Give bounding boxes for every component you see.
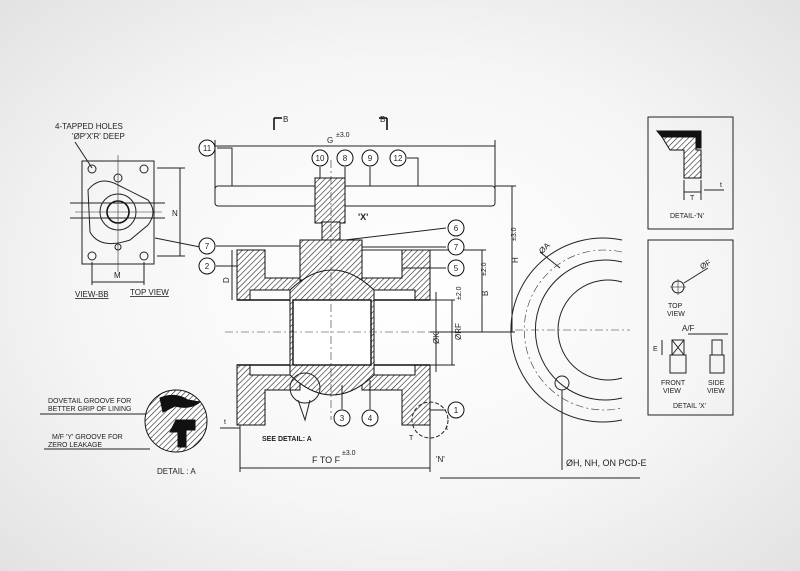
balloon-12: 12	[394, 154, 403, 163]
detail-x-dim-f: ØF	[699, 258, 713, 271]
detail-n-title: DETAIL-'N'	[670, 213, 704, 220]
balloon-5: 5	[454, 264, 459, 273]
detail-x-front-view: FRONT	[661, 380, 686, 387]
dim-b: B	[481, 291, 490, 296]
detail-n-box: T t DETAIL-'N'	[647, 116, 734, 230]
see-detail-a: SEE DETAIL: A	[262, 436, 312, 443]
tol-rf: ±2.0	[456, 286, 463, 300]
dim-t-left: t	[224, 419, 226, 426]
detail-x-top-view2: VIEW	[667, 311, 685, 318]
part-balloons: 1 2 3 4 5 6 7 7 8 9 10 11 12	[198, 139, 465, 427]
top-view: 4-TAPPED HOLES 'ØP'X'R' DEEP N M VIEW-BB…	[55, 122, 201, 299]
detail-x-side-view2: VIEW	[707, 388, 725, 395]
label-view-bb: VIEW-BB	[75, 290, 109, 299]
detail-a-note2-line1: M/F 'Y' GROOVE FOR	[52, 434, 123, 441]
detail-x-side-view: SIDE	[708, 380, 725, 387]
detail-a-title: DETAIL : A	[157, 467, 196, 476]
tol-g: ±3.0	[336, 132, 350, 139]
dim-t-right: T	[409, 435, 414, 442]
dim-k: ØK	[432, 332, 441, 344]
label-top-view: TOP VIEW	[130, 288, 169, 297]
balloon-11: 11	[203, 144, 212, 153]
detail-a-note1-line2: BETTER GRIP OF LINING	[48, 406, 132, 413]
marker-n: 'N'	[436, 455, 445, 464]
flange-end-view: ØA ØH, NH, ON PCD-E	[440, 237, 647, 479]
detail-a-note1-line1: DOVETAIL GROOVE FOR	[48, 398, 131, 405]
detail-a: DOVETAIL GROOVE FOR BETTER GRIP OF LININ…	[40, 389, 208, 476]
detail-x-title: DETAIL 'X'	[673, 403, 706, 410]
dim-m: M	[114, 271, 121, 280]
detail-x-front-view2: VIEW	[663, 388, 681, 395]
balloon-1: 1	[454, 406, 459, 415]
balloon-10: 10	[316, 154, 325, 163]
balloon-8: 8	[343, 154, 348, 163]
dim-a: ØA	[537, 240, 552, 255]
main-section-view: B B G ±3.0 'X' SEE DETAIL: A D	[198, 115, 520, 472]
dim-h: H	[511, 257, 520, 263]
bolt-holes	[87, 164, 149, 261]
marker-x: 'X'	[358, 212, 368, 222]
detail-n-dim-t-small: t	[720, 182, 722, 189]
balloon-2: 2	[205, 262, 210, 271]
pcd-note: ØH, NH, ON PCD-E	[566, 458, 647, 468]
detail-x-dim-e: E	[653, 346, 658, 353]
balloon-9: 9	[368, 154, 373, 163]
section-b-right: B	[380, 115, 385, 124]
balloon-6: 6	[454, 224, 459, 233]
dim-f-to-f: F TO F	[312, 455, 341, 465]
balloon-7-right: 7	[454, 243, 459, 252]
tol-h: ±3.0	[511, 227, 518, 241]
dim-g: G	[327, 136, 333, 145]
tapped-holes-depth: 'ØP'X'R' DEEP	[72, 132, 125, 141]
detail-a-note2-line2: ZERO LEAKAGE	[48, 442, 102, 449]
tapped-holes-note: 4-TAPPED HOLES	[55, 122, 123, 131]
detail-x-dim-af: A/F	[682, 324, 695, 333]
detail-n-dim-t: T	[690, 195, 695, 202]
section-b-left: B	[283, 115, 288, 124]
balloon-4: 4	[368, 414, 373, 423]
balloon-7-left: 7	[205, 242, 210, 251]
tol-f-to-f: ±3.0	[342, 450, 356, 457]
dim-d: D	[222, 277, 231, 283]
dim-t-right-small: t	[446, 425, 448, 432]
detail-x-box: ØF TOP VIEW A/F E FRONT VIEW SIDE VIEW D…	[647, 239, 734, 416]
detail-x-top-view: TOP	[668, 303, 683, 310]
tol-b: ±2.0	[481, 262, 488, 276]
dim-n: N	[172, 209, 178, 218]
balloon-3: 3	[340, 414, 345, 423]
